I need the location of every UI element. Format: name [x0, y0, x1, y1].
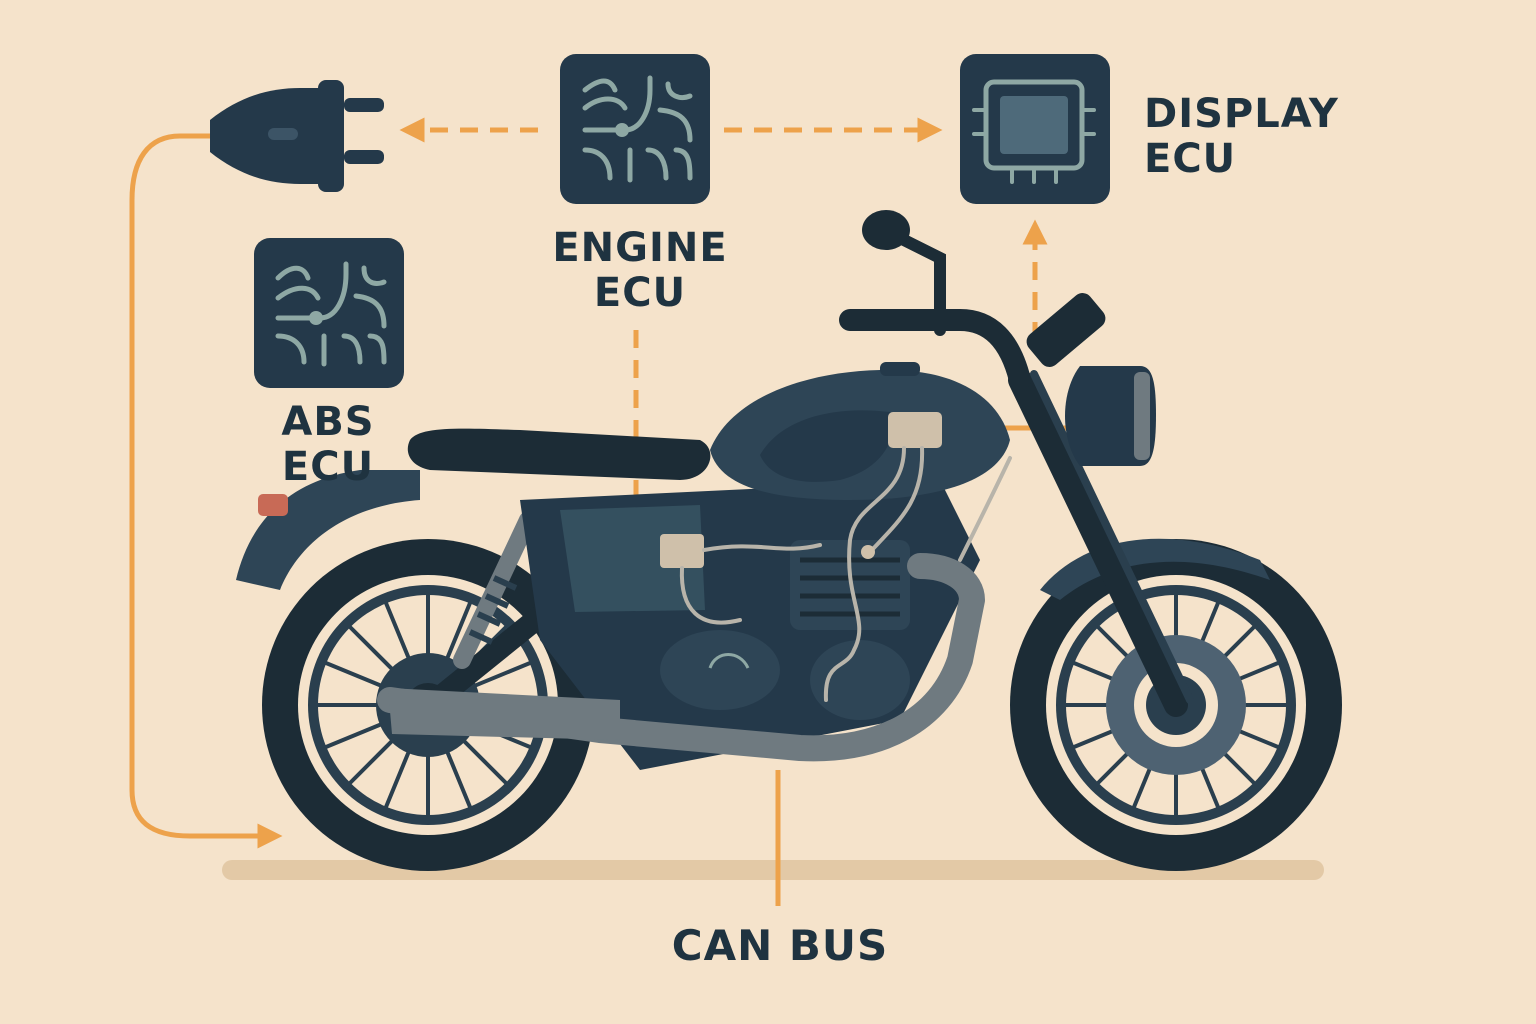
- engine-connector: [660, 534, 704, 568]
- engine-ecu-label-line1: ENGINE: [552, 225, 728, 271]
- abs-ecu-module: [254, 238, 404, 388]
- engine-ecu-chip-icon: [582, 75, 693, 183]
- engine-ecu-module: [560, 54, 710, 204]
- display-ecu-label: DISPLAY ECU: [1144, 92, 1364, 182]
- abs-ecu-label-line1: ABS: [281, 399, 375, 445]
- plug-to-bike-wire: [129, 133, 283, 849]
- exhaust-pipe: [377, 553, 985, 762]
- abs-ecu-label: ABS ECU: [248, 400, 408, 490]
- engine-ecu-label-line2: ECU: [593, 269, 687, 316]
- ground-shadow: [222, 860, 1324, 880]
- motorcycle: [236, 210, 1342, 871]
- plug-icon: [210, 80, 384, 192]
- abs-ecu-label-line2: ECU: [281, 443, 375, 490]
- can-bus-label-text: CAN BUS: [671, 921, 889, 970]
- headlight: [1065, 366, 1156, 466]
- display-ecu-label-line1: DISPLAY: [1144, 91, 1339, 137]
- rear-shock: [453, 511, 537, 669]
- can-bus-label: CAN BUS: [640, 922, 920, 969]
- display-ecu-label-line2: ECU: [1144, 135, 1237, 182]
- engine-ecu-label: ENGINE ECU: [540, 226, 740, 316]
- display-ecu-module: [960, 54, 1110, 204]
- tank-connector: [888, 412, 942, 448]
- display-ecu-chip-icon: [972, 79, 1096, 184]
- abs-ecu-chip-icon: [275, 261, 387, 367]
